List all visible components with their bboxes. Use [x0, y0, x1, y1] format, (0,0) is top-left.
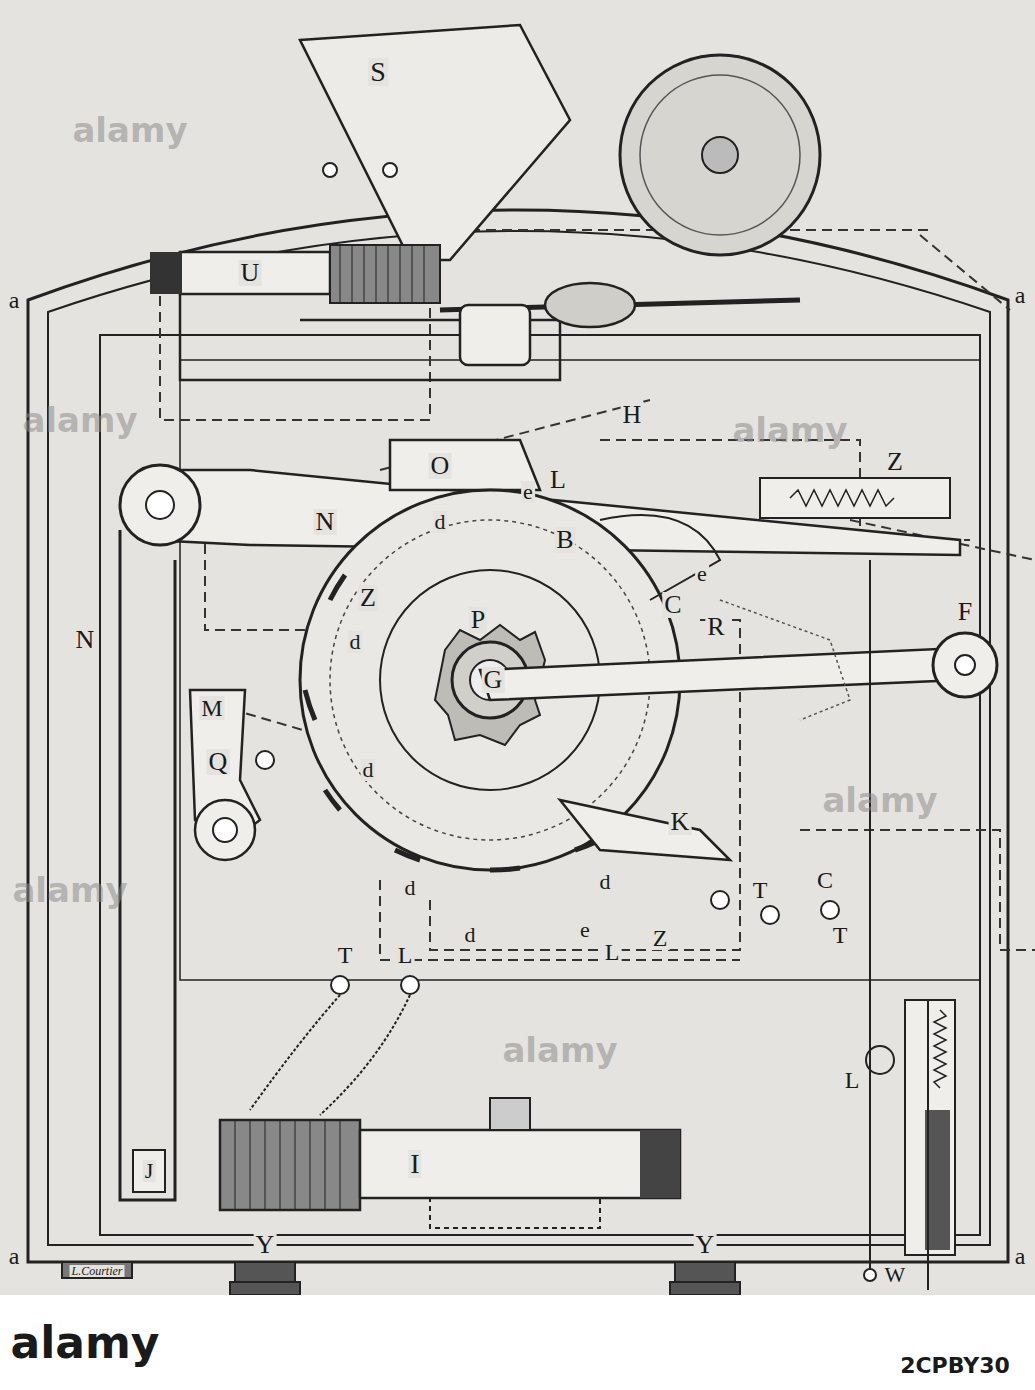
part-letter: Q: [207, 749, 230, 775]
part-letter: G: [482, 667, 505, 693]
part-letter: d: [433, 511, 448, 533]
watermark: alamy: [730, 413, 849, 447]
part-letter: L: [843, 1068, 862, 1092]
part-letter: F: [956, 599, 974, 625]
image-id: 2CPBY30: [898, 1355, 1012, 1377]
part-letter: R: [705, 614, 726, 640]
part-letter: d: [403, 877, 418, 899]
part-letter: L: [548, 467, 568, 493]
part-letter: d: [598, 871, 613, 893]
part-letter: e: [695, 563, 709, 585]
watermark: alamy: [10, 873, 129, 907]
part-letter: S: [368, 58, 388, 86]
part-letter: L: [603, 940, 622, 964]
part-letter: Z: [885, 449, 905, 475]
part-letter: H: [621, 402, 644, 428]
watermark: alamy: [70, 113, 189, 147]
part-letter: P: [469, 607, 487, 633]
part-letter: B: [554, 527, 575, 553]
housing-mark: a: [7, 1244, 22, 1268]
part-letter: O: [429, 453, 452, 479]
housing-mark: a: [7, 288, 22, 312]
part-letter: d: [348, 631, 363, 653]
part-letter: I: [408, 1150, 421, 1178]
part-letter: K: [669, 809, 692, 835]
part-letter: T: [751, 878, 770, 902]
part-letter: T: [831, 923, 850, 947]
part-letter: Y: [694, 1232, 717, 1258]
part-letter: Z: [651, 926, 670, 950]
housing-mark: a: [1013, 283, 1028, 307]
watermark-logo: alamy: [9, 1321, 162, 1365]
part-letter: M: [199, 696, 224, 720]
part-letter: N: [74, 627, 97, 653]
part-letter: d: [361, 759, 376, 781]
part-letter: L: [396, 943, 415, 967]
part-letter: U: [239, 260, 262, 286]
part-letter: N: [314, 509, 337, 535]
housing-mark: a: [1013, 1244, 1028, 1268]
part-letter: J: [143, 1160, 156, 1182]
part-letter: e: [578, 919, 592, 941]
part-letter: d: [463, 924, 478, 946]
watermark: alamy: [20, 403, 139, 437]
part-letter: T: [336, 943, 355, 967]
part-letter: Z: [358, 585, 378, 611]
part-letter: C: [815, 868, 835, 892]
watermark: alamy: [500, 1033, 619, 1067]
part-letter: Y: [254, 1232, 277, 1258]
part-letter: e: [521, 481, 535, 503]
engraver-signature: L.Courtier: [69, 1265, 124, 1277]
part-letter: W: [883, 1264, 908, 1286]
watermark: alamy: [820, 783, 939, 817]
part-letter: C: [662, 592, 683, 618]
